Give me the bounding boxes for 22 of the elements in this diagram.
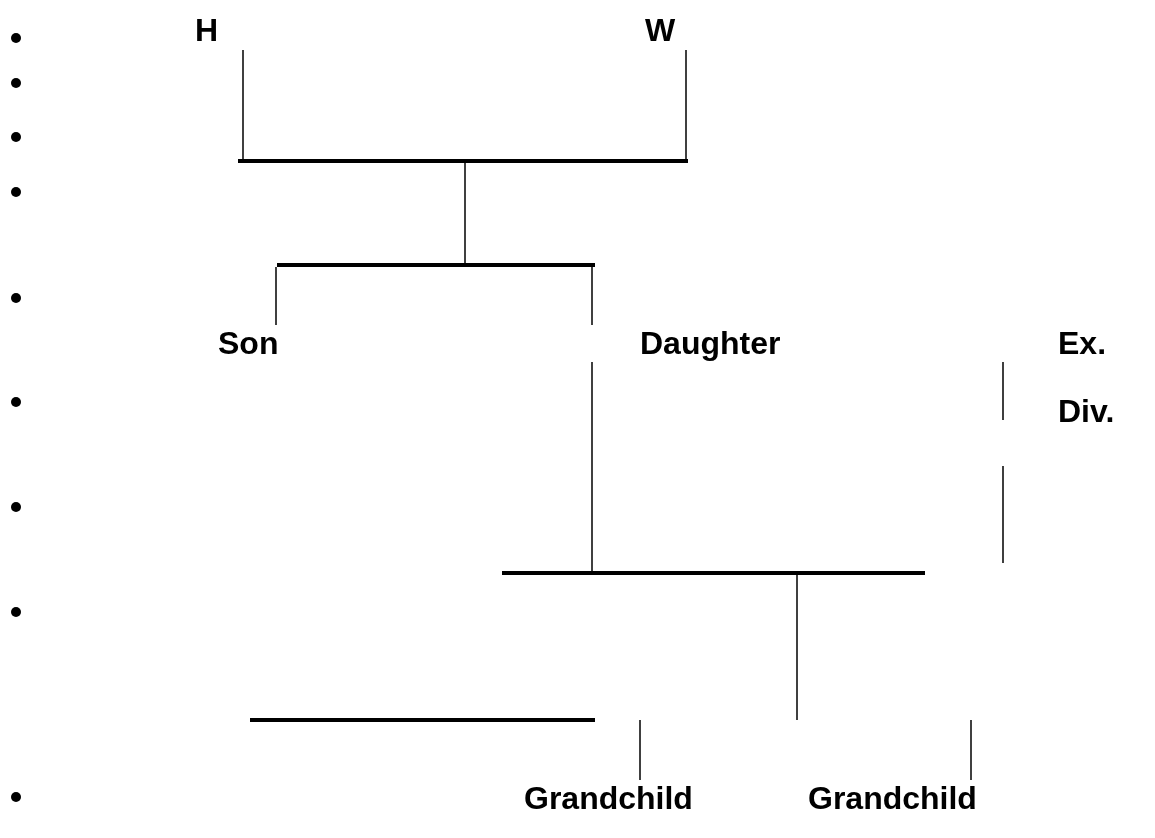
horizontal-bar	[277, 263, 595, 267]
connector-line	[464, 162, 466, 264]
horizontal-bar	[250, 718, 595, 722]
person-label: Daughter	[585, 325, 795, 362]
horizontal-bar	[238, 159, 688, 163]
connector-line	[275, 266, 277, 326]
person-label: Grandchild	[806, 780, 1011, 817]
horizontal-bar	[502, 571, 925, 575]
status-label: Div.	[1058, 393, 1115, 429]
person-label: H	[193, 12, 250, 50]
connector-line	[591, 266, 593, 326]
connector-line	[970, 719, 972, 781]
person-label: W	[643, 12, 693, 50]
connector-line	[685, 49, 687, 160]
connector-line	[639, 719, 641, 781]
connector-line	[796, 574, 798, 721]
person-label: Son	[215, 325, 320, 362]
connector-line	[591, 361, 593, 572]
person-label: Ex.	[998, 325, 1138, 362]
connector-line	[1002, 361, 1004, 564]
connector-line	[242, 49, 244, 160]
person-label: Grandchild	[522, 780, 727, 817]
